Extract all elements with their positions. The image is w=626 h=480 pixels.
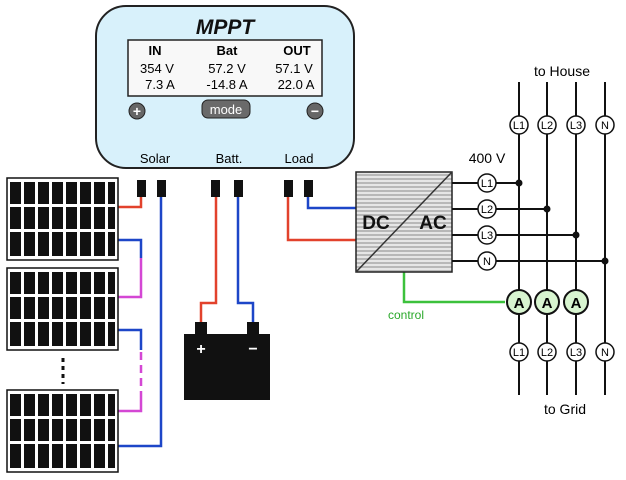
svg-text:L1: L1 [513,120,525,132]
house-terminals: L1 L2 L3 N [509,115,615,135]
svg-text:L2: L2 [481,204,493,216]
to-grid-label: to Grid [544,401,586,417]
mppt-title: MPPT [196,16,257,39]
grid-terminal-n: N [595,342,615,362]
inverter-terminal-l1: L1 [477,173,497,193]
connectors [137,180,313,197]
control-label: control [388,308,424,322]
panel3-positive-wire [118,392,143,413]
svg-text:L2: L2 [541,120,553,132]
plus-symbol: + [133,103,141,119]
battery-plus: + [196,341,205,358]
grid-terminals: L1 L2 L3 N [509,342,615,362]
svg-text:N: N [483,256,491,268]
port-label-load: Load [285,151,314,166]
to-house-label: to House [534,63,590,79]
svg-text:L3: L3 [481,230,493,242]
ammeter-l2: A [534,289,560,315]
voltage-label: 400 V [469,150,506,166]
solar-positive-wire [118,195,143,209]
solar-panel-3 [6,389,119,473]
current-bat: -14.8 A [206,77,248,92]
battery-positive-wire [199,195,218,324]
minus-button[interactable]: − [306,102,324,120]
svg-text:L3: L3 [570,120,582,132]
battery-minus: − [248,341,257,358]
current-in: 7.3 A [145,77,175,92]
solar-negative-wire [118,195,163,448]
load-negative-wire [306,195,356,210]
panel1-negative-wire [118,238,143,258]
svg-text:A: A [514,295,525,312]
mode-button[interactable]: mode [201,99,251,119]
svg-text:A: A [542,295,553,312]
ammeter-l3: A [563,289,589,315]
panel2-positive-wire [118,258,143,299]
grid-terminal-l1: L1 [509,342,529,362]
inverter-terminal-n: N [477,251,497,271]
mppt-display [127,39,323,97]
ammeter-l1: A [506,289,532,315]
voltage-in: 354 V [140,61,174,76]
port-label-solar: Solar [140,151,171,166]
solar-panel-2 [6,267,119,351]
plus-button[interactable]: + [128,102,146,120]
mode-label: mode [210,102,243,117]
panel2-negative-wire [118,328,143,350]
house-terminal-n: N [595,115,615,135]
inverter-dc-label: DC [362,213,390,234]
control-wire [402,272,505,304]
grid-terminal-l2: L2 [537,342,557,362]
battery: + − [184,322,270,400]
svg-text:A: A [571,295,582,312]
solar-panel-1 [6,177,119,261]
svg-text:L2: L2 [541,347,553,359]
svg-text:L3: L3 [570,347,582,359]
inverter-ac-label: AC [419,213,447,234]
ammeters: A A A [506,289,589,315]
svg-text:N: N [601,347,609,359]
minus-symbol: − [311,103,319,119]
header-bat: Bat [217,43,239,58]
battery-negative-wire [236,195,255,324]
house-terminal-l3: L3 [566,115,586,135]
inverter-terminals: L1 L2 L3 N [477,173,497,271]
voltage-out: 57.1 V [275,61,313,76]
mppt-controller: MPPT IN Bat OUT 354 V 57.2 V 57.1 V 7.3 … [95,5,355,169]
voltage-bat: 57.2 V [208,61,246,76]
wiring [118,195,505,448]
grid-terminal-l3: L3 [566,342,586,362]
inverter-terminal-l2: L2 [477,199,497,219]
svg-text:L1: L1 [481,178,493,190]
svg-text:N: N [601,120,609,132]
house-terminal-l2: L2 [537,115,557,135]
current-out: 22.0 A [278,77,315,92]
svg-text:L1: L1 [513,347,525,359]
load-positive-wire [286,195,356,242]
inverter-terminal-l3: L3 [477,225,497,245]
inverter: DC AC [355,171,453,273]
port-label-batt: Batt. [216,151,243,166]
header-in: IN [149,43,162,58]
junction-dots [515,179,609,265]
header-out: OUT [283,43,311,58]
house-terminal-l1: L1 [509,115,529,135]
